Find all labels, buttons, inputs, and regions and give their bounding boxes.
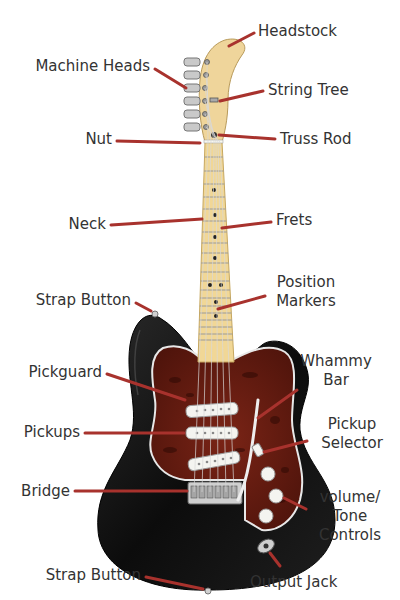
pole-pieces: [196, 408, 233, 466]
part-label: String Tree: [268, 81, 349, 100]
bridge-saddles: [191, 486, 237, 498]
part-label: Strap Button: [36, 291, 131, 310]
leader-lines: [75, 33, 307, 589]
part-label: Headstock: [258, 22, 337, 41]
part-label: Pickups: [24, 423, 80, 442]
output-jack: [255, 536, 277, 555]
part-label: Pickup Selector: [310, 415, 394, 453]
machine-heads: [184, 58, 200, 131]
part-label: Nut: [85, 130, 112, 149]
part-label: Truss Rod: [280, 130, 351, 149]
output-jack-hole: [264, 544, 269, 549]
part-label: Position Markers: [264, 273, 348, 311]
part-label: Output Jack: [250, 573, 337, 592]
strap-button: [205, 588, 211, 594]
part-label: Frets: [276, 211, 312, 230]
pickguard: [150, 346, 302, 530]
part-label: Bridge: [21, 482, 70, 501]
string-tree: [210, 98, 218, 102]
pickup-selector: [252, 443, 265, 457]
part-label: Machine Heads: [35, 57, 150, 76]
strings: [194, 62, 234, 492]
part-label: Strap Button: [46, 566, 141, 585]
part-label: Whammy Bar: [296, 352, 376, 390]
frets: [190, 157, 240, 340]
part-label: Neck: [69, 215, 106, 234]
part-label: Pickguard: [29, 363, 102, 382]
strap-button: [152, 311, 158, 317]
headstock: [199, 39, 245, 142]
pickups: [186, 402, 241, 471]
control-knobs: [259, 467, 283, 523]
part-label: volume/ Tone Controls: [308, 488, 392, 545]
